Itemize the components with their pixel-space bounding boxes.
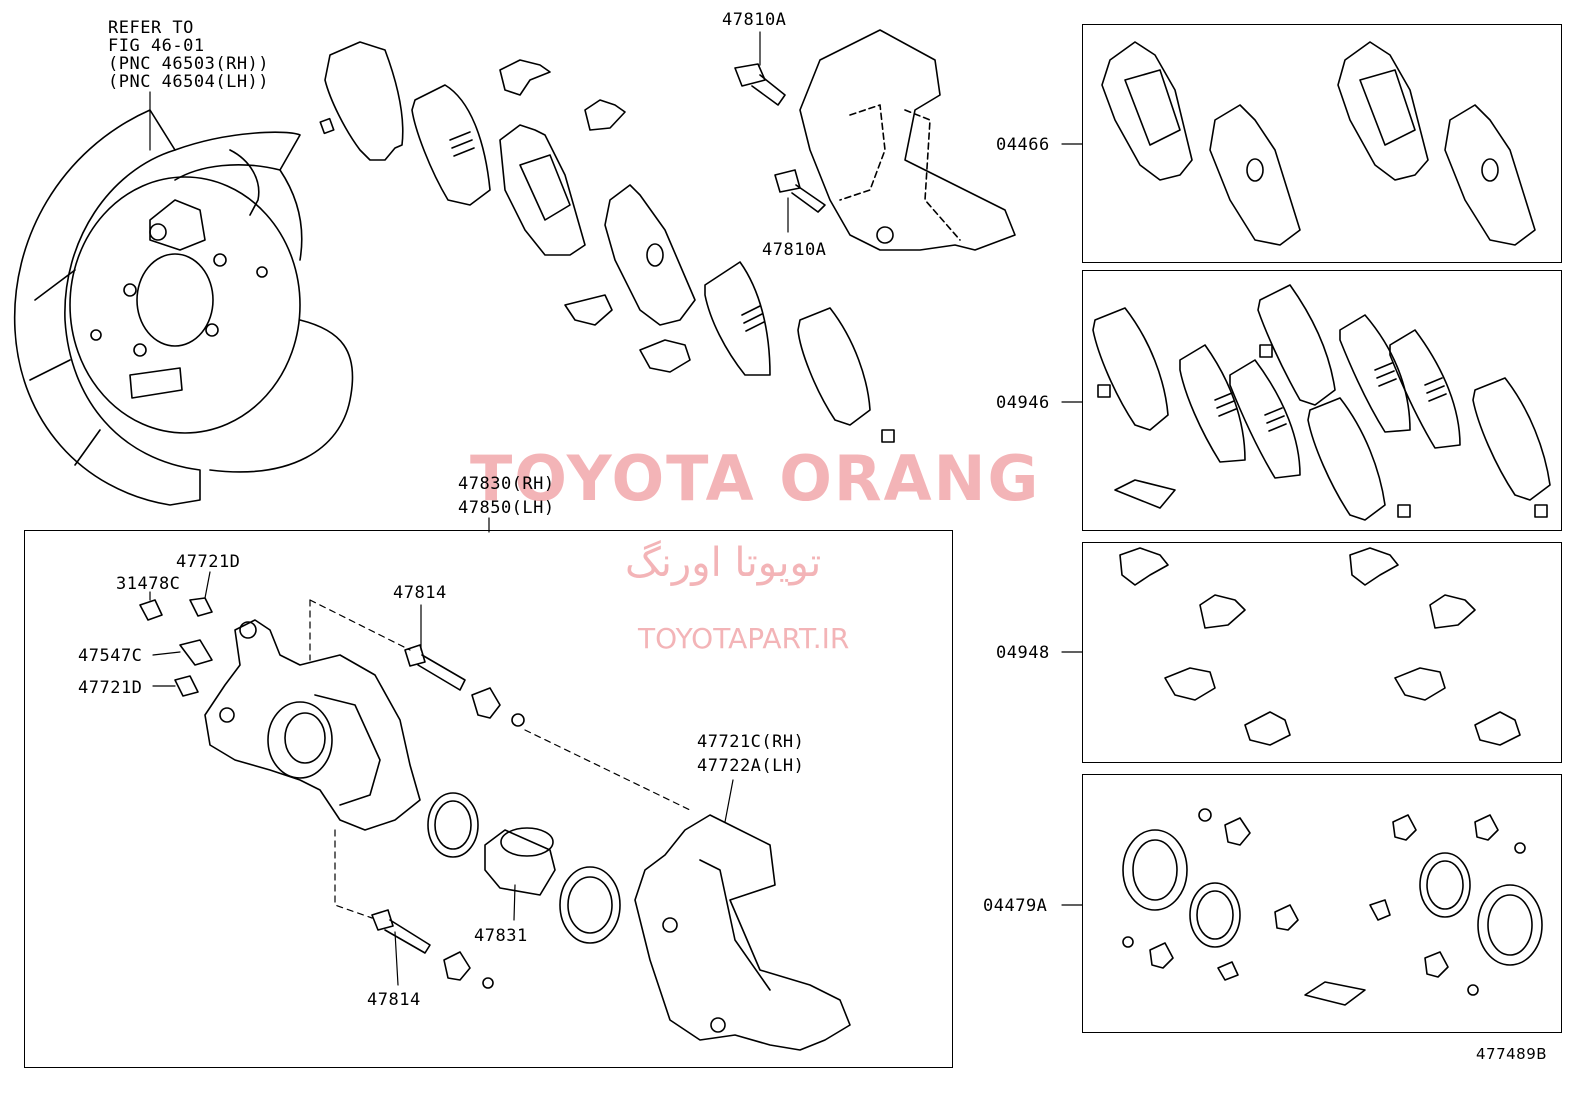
watermark-persian: تویوتا اورنگ <box>625 540 822 586</box>
refer-note-line2: FIG 46-01 <box>108 36 205 56</box>
watermark-site: TOYOTAPART.IR <box>638 622 850 655</box>
kit-04479a-drawing <box>1122 808 1543 1006</box>
leader-lines <box>149 31 1083 986</box>
label-47721c: 47721C(RH) <box>697 732 805 752</box>
lower-mounting-bracket-drawing <box>634 814 851 1051</box>
figure-id: 477489B <box>1476 1045 1548 1063</box>
kit-04948-drawing <box>1119 547 1521 746</box>
label-47722a: 47722A(LH) <box>697 756 805 776</box>
anti-squeal-clips-drawing <box>499 59 691 373</box>
bolts-47810a-drawing <box>734 63 826 213</box>
kit-04946-frame <box>1082 270 1562 531</box>
label-kit-04479a: 04479A <box>983 896 1048 916</box>
kit-04466-frame <box>1082 24 1562 263</box>
caliper-assembly-frame <box>24 530 953 1068</box>
label-47721d-top: 47721D <box>176 552 241 572</box>
label-47721d-left: 47721D <box>78 678 143 698</box>
upper-mounting-bracket-drawing <box>799 29 1016 251</box>
refer-note-line3: (PNC 46503(RH)) <box>108 54 270 74</box>
kit-04479a-frame <box>1082 774 1562 1033</box>
assembly-guide-lines <box>309 599 691 919</box>
label-31478c: 31478C <box>116 574 181 594</box>
label-47830: 47830(RH) <box>458 474 555 494</box>
kit-04466-drawing <box>1101 41 1536 246</box>
slide-pins-and-piston-drawing <box>371 644 621 989</box>
label-47814-top: 47814 <box>393 583 447 603</box>
label-kit-04466: 04466 <box>996 135 1050 155</box>
label-47850: 47850(LH) <box>458 498 555 518</box>
label-47810a-bottom: 47810A <box>762 240 827 260</box>
label-kit-04946: 04946 <box>996 393 1050 413</box>
label-47814-bottom: 47814 <box>367 990 421 1010</box>
label-kit-04948: 04948 <box>996 643 1050 663</box>
refer-note-line1: REFER TO <box>108 18 194 38</box>
label-47810a-top: 47810A <box>722 10 787 30</box>
label-47547c: 47547C <box>78 646 143 666</box>
watermark-title: TOYOTA ORANG <box>470 442 1041 515</box>
caliper-assembly-drawing <box>139 597 421 831</box>
kit-04948-frame <box>1082 542 1562 763</box>
upper-pads-drawing <box>319 41 895 443</box>
refer-note-line4: (PNC 46504(LH)) <box>108 72 270 92</box>
dust-shield-drawing <box>13 109 354 506</box>
kit-04946-drawing <box>1092 284 1551 521</box>
label-47831: 47831 <box>474 926 528 946</box>
